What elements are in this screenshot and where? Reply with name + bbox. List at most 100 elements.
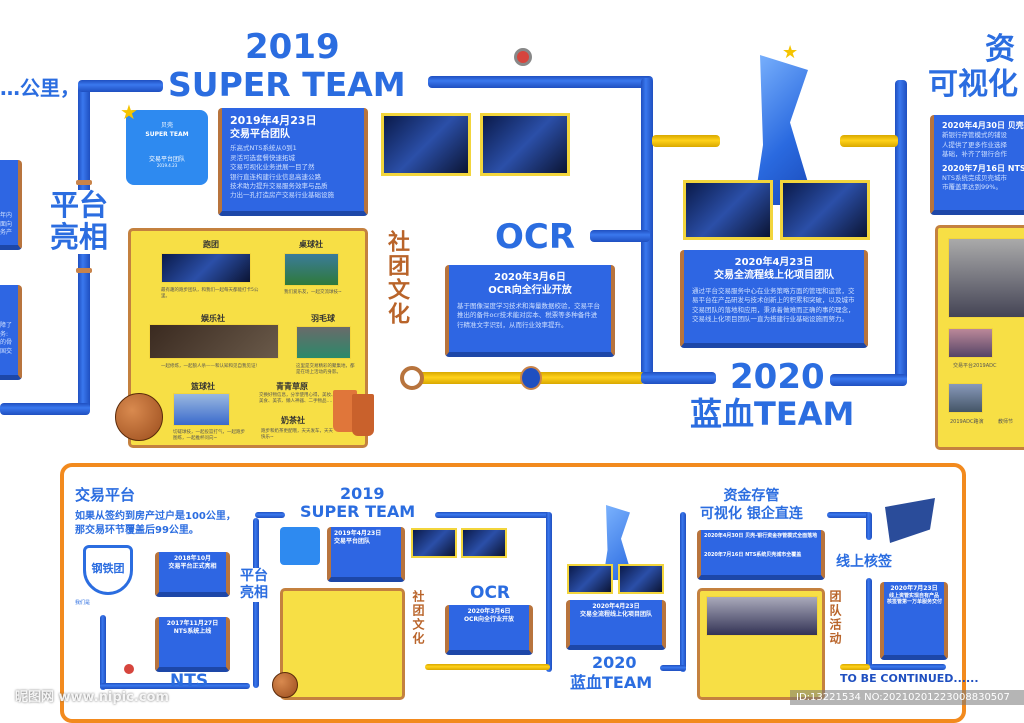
pipe (78, 80, 163, 92)
yellow-pipe (840, 135, 898, 147)
yellow-pipe (652, 135, 720, 147)
pipe-joint (76, 268, 92, 273)
photo-caption: 教师节 (998, 419, 1014, 425)
club-photo (173, 393, 230, 426)
card-line: 技术助力提升交易服务效率与品质 (230, 181, 328, 190)
club-name: 桌球社 (299, 240, 323, 249)
pipe (100, 683, 250, 689)
event-photo (618, 564, 664, 594)
club-photo (296, 326, 351, 359)
logo-title: SUPER TEAM (145, 131, 189, 138)
bubble-tea-icon (352, 394, 374, 436)
star-icon: ★ (782, 42, 799, 63)
pipe-valve-icon (520, 366, 542, 390)
club-culture-panel (280, 588, 405, 700)
pipe (428, 76, 653, 88)
club-culture-label: 社团文化 (411, 590, 425, 646)
year-2020-heading: 2020 (592, 653, 637, 672)
activity-photo (948, 383, 983, 413)
to-be-continued-label: TO BE CONTINUED...... (840, 672, 979, 685)
event-photo (411, 528, 457, 558)
card-title: 交易全流程线上化项目团队 (579, 610, 652, 618)
card-title: 交易全流程线上化项目团队 (714, 270, 834, 281)
card-date: 2018年10月 (173, 555, 212, 562)
event-photo (461, 528, 507, 558)
card-date: 2020年3月6日 (494, 272, 566, 283)
club-culture-panel: 跑团 最有趣的跑步团队，和我们一起每天都能打卡5公里。 桌球社 我们爱乐友，一起… (128, 228, 368, 448)
left-partial-card: 年内 面向 务产 (0, 160, 22, 250)
card-date: 2019年4月23日 (334, 530, 382, 537)
card-date: 2017年11月27日 (166, 620, 219, 627)
card-title: NTS系统上线 (173, 627, 212, 635)
pipe (0, 403, 90, 415)
pipe (870, 664, 946, 670)
team-activity-label: 团队活动 (828, 590, 842, 646)
club-photo (284, 253, 339, 286)
card-line: 乐高式NTS系统从0到1 (230, 144, 297, 153)
ocr-heading: OCR (495, 217, 576, 257)
left-partial-card: 障了 务: 的骨 国交 (0, 285, 22, 380)
yellow-pipe (425, 664, 550, 670)
card-title: 2020年4月30日 贝壳 (942, 121, 1024, 130)
watermark-id: ID:13221534 NO:20210201223008830507 (790, 690, 1024, 705)
card-2018: 2018年10月 交易平台正式亮相 (155, 552, 230, 597)
club-caption: 我们爱乐友，一起交流球技~ (284, 290, 342, 295)
platform-debut-label: 平台 亮相 (50, 188, 109, 254)
card-fund-custody: 2020年4月30日 贝壳 新银行存管模式的铺设 人提供了更多作业选择 基础，补… (930, 115, 1024, 215)
club-caption: 一起修炼，一起狼人杀——和认知和见自我见证! (161, 364, 258, 369)
club-caption: 这里是交易精彩的聚集地，都是在场上活动的身影。 (296, 364, 355, 375)
card-2020-team: 2020年4月23日 交易全流程线上化项目团队 通过平台交易服务中心在业务策略方… (680, 250, 868, 348)
card-title: OCR向全行业开放 (463, 615, 515, 623)
club-name: 奶茶社 (281, 416, 305, 425)
pipe (680, 512, 686, 672)
card-2019-team: 2019年4月23日 交易平台团队 (327, 527, 405, 582)
pipe (435, 512, 550, 518)
logo-subtitle: 交易平台团队 (148, 156, 185, 163)
club-caption: 交换好物信息，分享使用心得，美妆、美食、美衣、懒人神器、二手物品…… (259, 393, 336, 404)
activity-photo (706, 596, 818, 636)
logo-date: 2019.4.23 (156, 163, 178, 168)
pipe (546, 512, 552, 672)
nts-label: NTS (170, 671, 209, 691)
card-ocr: 2020年3月6日 OCR向全行业开放 基于图像深度学习技术和海量数据校验，交易… (445, 265, 615, 357)
card-title: 线上资管实现自有产品 核签管第一万单服务交付 (887, 592, 943, 606)
club-name: 娱乐社 (201, 314, 225, 323)
card-date: 2020年3月6日 (467, 608, 511, 615)
pipe (866, 512, 872, 540)
blue-team-heading: 蓝血TEAM (690, 395, 855, 433)
fund-custody-heading: 资金存管 可视化 银企直连 (700, 488, 803, 523)
pipe (641, 372, 716, 384)
card-2020-team: 2020年4月23日 交易全流程线上化项目团队 (566, 600, 666, 650)
card-title: 交易平台团队 (334, 537, 371, 545)
card-title: 交易平台团队 (230, 129, 290, 141)
platform-debut-label: 平台 亮相 (240, 568, 268, 602)
photo-caption: 2019ADC路演 (950, 419, 984, 425)
pipe-joint (76, 180, 92, 185)
card-ocr: 2020年3月6日 OCR向全行业开放 (445, 605, 533, 655)
photo-caption: 交易平台2019ADC (953, 363, 997, 369)
year-2019-heading: 2019 (340, 484, 385, 503)
pipe (830, 374, 907, 386)
club-caption: 最有趣的跑步团队，和我们一起每天都能打卡5公里。 (161, 288, 259, 299)
card-fund-custody: 2020年4月30日 贝壳-银行资金存管模式全面落地 2020年7月16日 NT… (697, 530, 825, 580)
club-culture-label: 社团文化 (384, 230, 409, 326)
pressure-gauge-icon (124, 664, 134, 674)
card-body: NTS系统完成贝壳城市 市覆盖率达到99%。 (942, 174, 1007, 192)
club-photo (149, 324, 279, 359)
super-team-heading: SUPER TEAM (300, 502, 416, 521)
bottom-heading: 交易平台 (75, 486, 136, 504)
year-2020-heading: 2020 (730, 357, 825, 397)
team-logo-card (280, 527, 320, 565)
right-title-line1: 资 (985, 32, 1015, 67)
card-date: 2020年4月23日 (592, 603, 640, 610)
basketball-icon (115, 393, 163, 441)
club-photo (161, 253, 251, 283)
pipe (827, 512, 870, 518)
card-body: 基于图像深度学习技术和海量数据校验，交易平台推出的备件ocr技术能对房本、税票等… (457, 302, 600, 329)
card-title: OCR向全行业开放 (488, 285, 572, 296)
card-date: 2020年7月23日 (890, 585, 938, 592)
super-team-heading: SUPER TEAM (168, 65, 406, 104)
ocr-heading: OCR (470, 583, 511, 603)
left-fragment-text: …公里， (0, 76, 80, 100)
card-online-sign: 2020年7月23日 线上资管实现自有产品 核签管第一万单服务交付 (880, 582, 948, 660)
